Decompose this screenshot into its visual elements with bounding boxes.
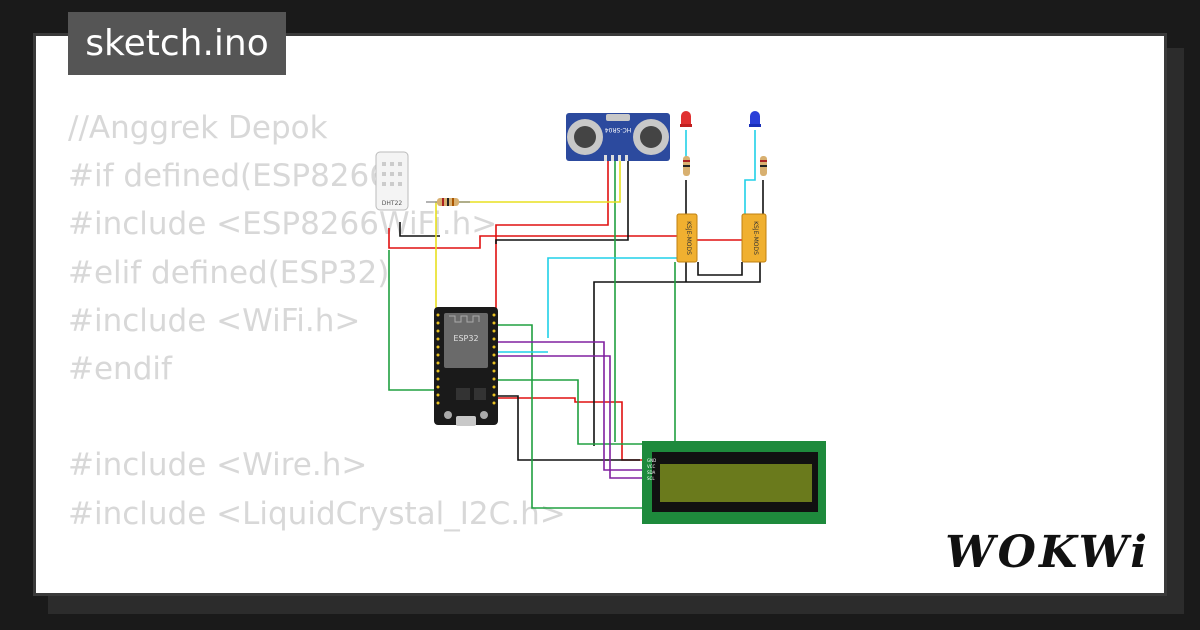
code-line: #endif xyxy=(68,350,172,387)
blue-led[interactable] xyxy=(749,111,761,127)
wire-black-relay2 xyxy=(593,262,761,446)
wire-green-dht xyxy=(388,250,440,391)
wire-yellow-dht xyxy=(435,158,621,310)
dht22-sensor[interactable]: DHT22 xyxy=(375,151,409,211)
code-line: #include <WiFi.h> xyxy=(68,302,361,339)
code-line: #include <ESP8266WiFi.h> xyxy=(68,206,498,243)
wire-cyan-relay xyxy=(547,257,682,338)
wire-black-dht xyxy=(399,222,440,237)
wire-red-sensor xyxy=(495,158,609,310)
relay1-label: KSJE-MODS xyxy=(685,221,692,255)
code-line: #if defined(ESP8266) xyxy=(68,158,402,195)
relay2-label: KSJE-MODS xyxy=(752,221,759,255)
sensor-label: HC-SR04 xyxy=(605,126,632,133)
code-line: #elif defined(ESP32) xyxy=(68,254,390,291)
wire-purple-sda xyxy=(498,341,650,471)
code-preview: //Anggrek Depok #if defined(ESP8266) #incl… xyxy=(68,104,566,593)
wire-green-relay xyxy=(498,262,676,445)
resistor-led1 xyxy=(683,156,690,176)
lcd-pin-vcc: VCC xyxy=(647,464,656,469)
wire-black-lcd xyxy=(498,395,640,461)
wire-purple-scl xyxy=(498,355,650,479)
lcd-display[interactable]: GND VCC SDA SCL xyxy=(642,441,826,524)
code-line: #include <Wire.h> xyxy=(68,447,368,484)
file-name-tab[interactable]: sketch.ino xyxy=(68,12,286,75)
code-line: //Anggrek Depok xyxy=(68,110,328,146)
wire-black-relay-link xyxy=(697,262,743,276)
wire-green-lcd xyxy=(498,324,650,509)
code-line: #include <LiquidCrystal_I2C.h> xyxy=(68,495,566,532)
lcd-pin-gnd: GND xyxy=(647,458,656,463)
lcd-pin-scl: SCL xyxy=(647,476,655,481)
ultrasonic-sensor[interactable]: HC-SR04 xyxy=(566,113,670,161)
wire-black-sensor xyxy=(495,158,629,244)
wire-red-lcd xyxy=(498,397,650,461)
wire-cyan-led2 xyxy=(744,130,756,214)
resistor-led2 xyxy=(760,156,767,176)
lcd-pin-sda: SDA xyxy=(647,470,656,475)
resistor-dht xyxy=(426,198,470,206)
wires xyxy=(388,130,764,509)
wokwi-logo: WOKWi xyxy=(945,527,1150,578)
dht-label: DHT22 xyxy=(382,200,403,207)
esp32-board[interactable]: ESP32 xyxy=(434,307,498,426)
relay-1[interactable]: KSJE-MODS xyxy=(676,213,698,263)
wire-red-dht xyxy=(388,228,682,249)
code-line: #include "ThingerEsp32.h" xyxy=(68,586,566,593)
esp32-label: ESP32 xyxy=(453,334,478,343)
red-led[interactable] xyxy=(680,111,692,127)
relay-2[interactable]: KSJE-MODS xyxy=(741,213,767,263)
